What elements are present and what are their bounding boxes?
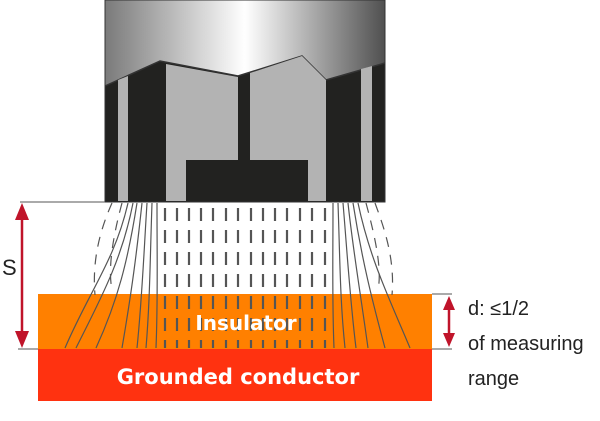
field-line-curved xyxy=(75,202,134,349)
conductor-label: Grounded conductor xyxy=(117,365,360,389)
sensor-probe xyxy=(104,0,386,203)
probe-panel-left-thin xyxy=(118,76,128,201)
probe-cap-edge xyxy=(104,55,386,87)
field-line-curved xyxy=(145,202,153,349)
field-line-fringe xyxy=(365,202,380,291)
gap-arrow-icon xyxy=(15,203,29,348)
probe-panel-right-thin xyxy=(361,66,372,201)
probe-cap xyxy=(105,0,385,86)
probe-electrode xyxy=(186,160,308,202)
field-line-curved xyxy=(155,202,158,349)
gap-label: S xyxy=(2,255,17,280)
field-line-curved xyxy=(357,202,411,349)
field-line-fringe xyxy=(109,202,123,291)
field-line-curved xyxy=(342,202,357,349)
thickness-label-line2: of measuring xyxy=(468,333,584,355)
probe-panel-right xyxy=(250,56,326,201)
thickness-label-line1: d: ≤1/2 xyxy=(468,298,529,320)
insulator-label: Insulator xyxy=(195,311,296,335)
field-line-curved xyxy=(352,202,386,349)
field-line-curved xyxy=(347,202,369,349)
field-line-curved xyxy=(121,202,143,349)
conductor-layer xyxy=(38,349,432,401)
field-line-curved xyxy=(95,202,138,349)
probe-panel-left xyxy=(166,64,238,201)
field-line-fringe xyxy=(93,202,113,296)
field-line-curved xyxy=(332,202,335,349)
field-lines xyxy=(64,202,411,349)
field-line-curved xyxy=(64,202,129,349)
probe-outline xyxy=(104,0,386,203)
field-line-curved xyxy=(136,202,148,349)
thickness-arrow-icon xyxy=(443,296,455,347)
thickness-label-line3: range xyxy=(468,368,519,390)
field-line-fringe xyxy=(374,202,394,296)
field-line-curved xyxy=(337,202,346,349)
